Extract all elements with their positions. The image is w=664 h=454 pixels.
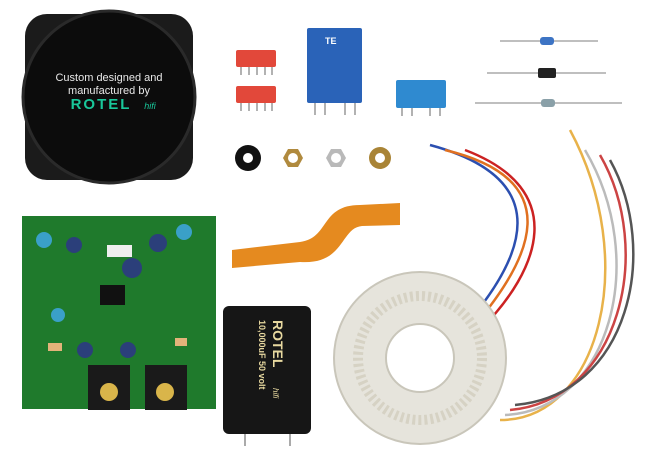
resistor (475, 99, 622, 107)
small-relay (396, 80, 446, 116)
dip-switch (236, 50, 276, 75)
diode (487, 68, 606, 78)
brass-washer (369, 147, 391, 169)
speaker: Custom designed and manufactured by ROTE… (21, 9, 197, 185)
speaker-brand-logo: ROTEL (71, 96, 132, 113)
capacitor-brand-suffix: hifi (271, 388, 280, 398)
capacitor: ROTEL hifi 10,000uF 50 volt (223, 306, 311, 446)
pcb-board (22, 216, 216, 410)
dip-switch (236, 86, 276, 111)
capacitor-rating: 10,000uF 50 volt (257, 320, 267, 390)
speaker-text-line1: Custom designed and (55, 72, 162, 84)
flex-cable (232, 203, 400, 268)
relay-brand: TE (325, 36, 337, 46)
rubber-washer (235, 145, 261, 171)
toroidal-transformer (333, 271, 507, 445)
transformer-wires (429, 129, 635, 422)
relay: TE (307, 28, 362, 115)
speaker-text-line2: manufactured by (68, 85, 150, 97)
resistor (500, 37, 598, 45)
speaker-brand-suffix: hifi (144, 101, 157, 111)
brass-nut (283, 149, 303, 167)
capacitor-brand: ROTEL (270, 320, 286, 368)
steel-nut (326, 149, 346, 167)
